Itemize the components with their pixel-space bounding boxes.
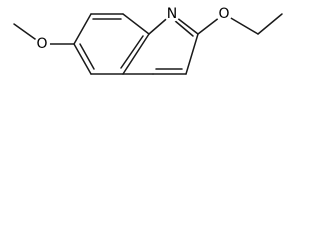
atom-nitrogen: N <box>164 6 180 22</box>
oxygen-ethoxy-label: O <box>218 6 229 22</box>
bond-c7-c6 <box>73 13 92 45</box>
bond-n1-c2-inner <box>173 19 194 37</box>
chemical-structure: N O O <box>13 6 283 75</box>
bond-c8a-c8 <box>122 13 150 35</box>
bond-c4a-c8a <box>122 33 150 75</box>
benzene-ring <box>73 13 150 75</box>
ethoxy-group <box>197 13 283 35</box>
bond-c6-c5 <box>73 43 92 75</box>
atom-oxygen-methoxy: O <box>34 36 50 52</box>
bond-c6-c5-inner <box>79 43 95 70</box>
nitrogen-label: N <box>167 6 177 22</box>
atom-oxygen-ethoxy: O <box>216 6 232 22</box>
bond-c4a-c8a-inner <box>120 35 144 69</box>
bond-ch2-ch3 <box>257 13 283 35</box>
oxygen-methoxy-label: O <box>36 36 47 52</box>
bond-c2-c3 <box>185 33 199 75</box>
